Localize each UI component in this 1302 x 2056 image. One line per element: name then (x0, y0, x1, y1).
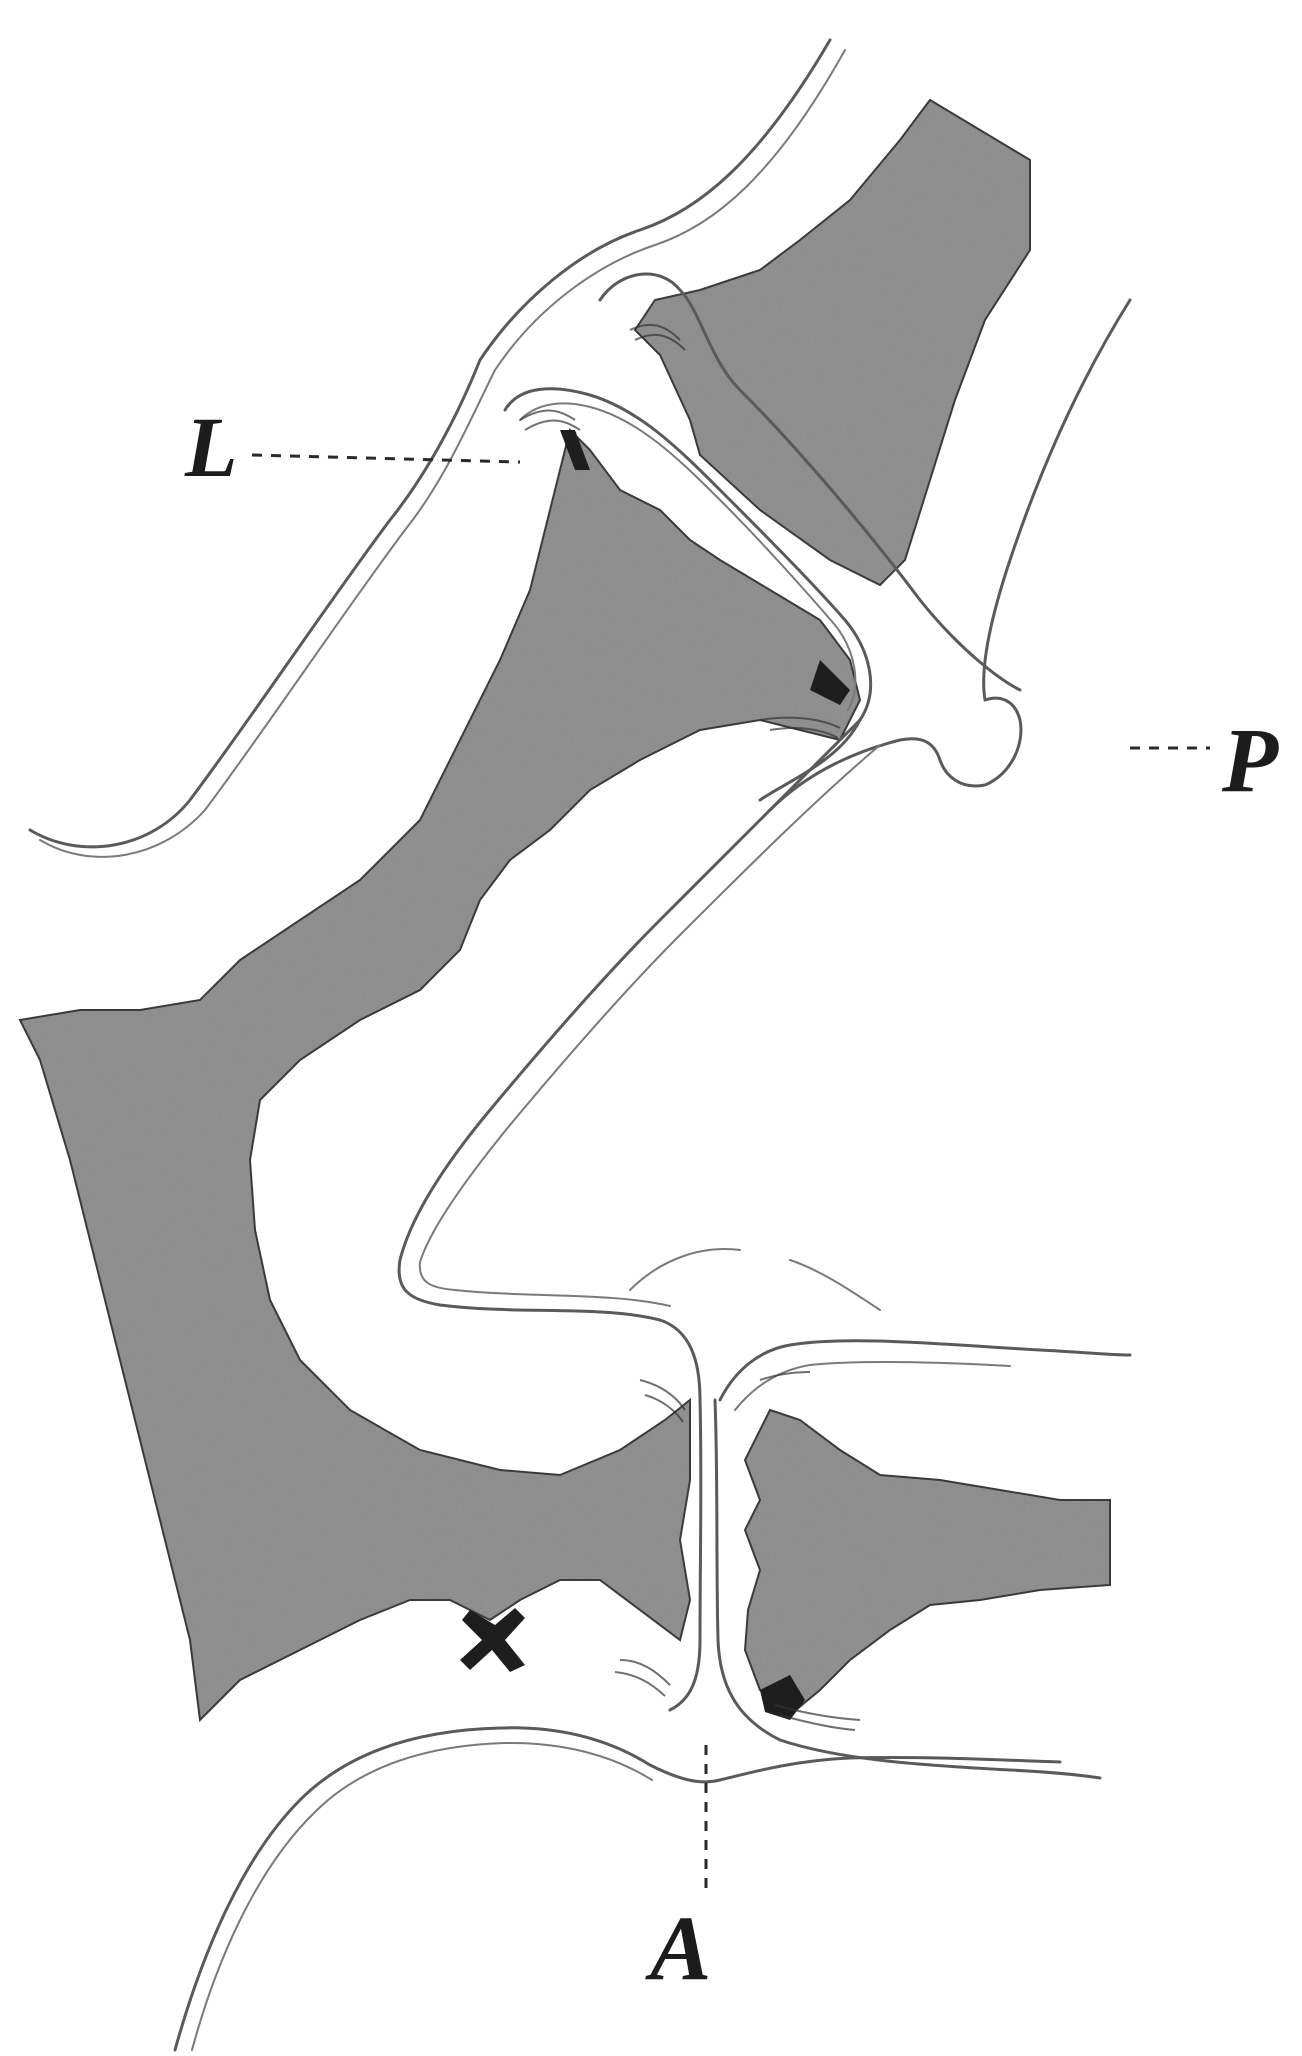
label-L: L (185, 404, 238, 490)
lower-joint-capsule-right (720, 1341, 1130, 1400)
middle-top-fold-left (630, 1249, 740, 1290)
label-A: A (650, 1902, 711, 1994)
upper-bone-segment (635, 100, 1030, 585)
lower-bone-segment (745, 1410, 1110, 1715)
lower-skin-arc-inner (192, 1743, 652, 2050)
lower-joint-capsule-right-inner (735, 1362, 1010, 1410)
label-P: P (1222, 714, 1278, 806)
middle-bone-segment (20, 430, 860, 1720)
lower-skin-arc-outer (175, 1728, 1060, 2050)
right-tendon-sheath (984, 300, 1130, 700)
leader-line-L (252, 455, 520, 462)
middle-top-fold-right (790, 1260, 880, 1310)
